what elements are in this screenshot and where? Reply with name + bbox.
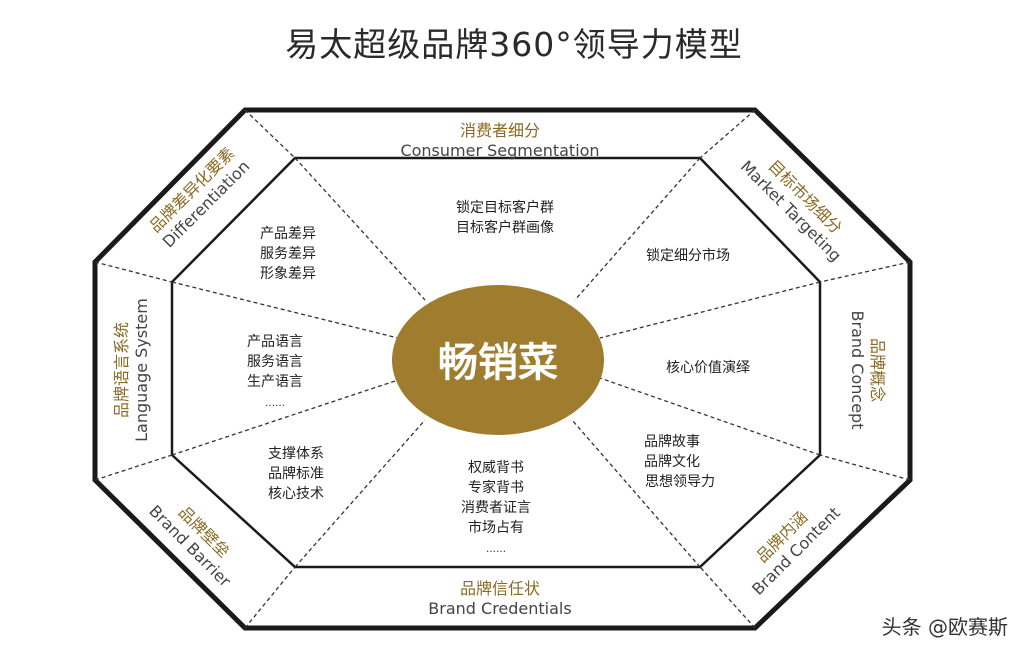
bottomright-item: 思想领导力 (645, 474, 715, 490)
top-item: 目标客户群画像 (456, 219, 554, 236)
bottom-item: 权威背书 (468, 460, 524, 476)
bottom-item: 消费者证言 (461, 500, 531, 516)
left-item: 产品语言 (247, 334, 303, 350)
section-right-en: Brand Concept (848, 311, 867, 430)
section-left-en: Language System (132, 298, 151, 442)
bottom-item: 市场占有 (468, 519, 524, 536)
section-right-cn: 品牌概念 (868, 338, 887, 402)
topleft-item: 服务差异 (260, 246, 316, 262)
section-left-cn: 品牌语言系统 (112, 322, 131, 418)
section-bottom-cn: 品牌信任状 (460, 579, 540, 598)
center-label: 畅销菜 (438, 340, 558, 386)
right-item: 核心价值演绎 (666, 360, 750, 376)
left-item: …… (265, 398, 285, 409)
left-item: 服务语言 (247, 354, 303, 370)
left-item: 生产语言 (247, 374, 303, 390)
topleft-item: 形象差异 (260, 266, 316, 282)
bottomright-item: 品牌故事 (644, 433, 700, 450)
section-bottom-en: Brand Credentials (428, 599, 571, 618)
bottomleft-item: 品牌标准 (268, 465, 324, 482)
topleft-item: 产品差异 (260, 226, 316, 242)
bottomright-item: 品牌文化 (644, 453, 700, 470)
center-ellipse (392, 285, 604, 435)
bottom-item: …… (486, 544, 506, 555)
top-item: 锁定目标客户群 (456, 199, 554, 216)
diagram-title: 易太超级品牌360°领导力模型 (285, 25, 743, 64)
bottomleft-item: 核心技术 (268, 486, 324, 502)
section-top-cn: 消费者细分 (460, 121, 540, 140)
watermark: 头条 @欧赛斯 (881, 615, 1008, 639)
bottomleft-item: 支撑体系 (268, 446, 324, 462)
section-top-en: Consumer Segmentation (400, 141, 599, 160)
bottom-item: 专家背书 (468, 479, 524, 496)
corner-connectors (94, 109, 911, 629)
topright-item: 锁定细分市场 (646, 247, 730, 264)
center-spokes (171, 157, 821, 568)
